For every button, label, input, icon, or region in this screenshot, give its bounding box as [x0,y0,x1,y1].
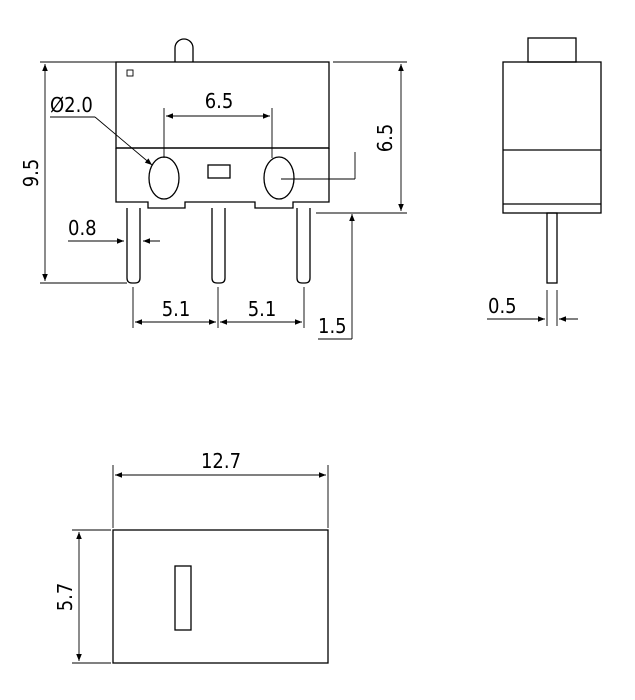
dim-body-height: 9.5 [19,61,127,284]
label-pin-pitch-left: 5.1 [162,297,191,321]
dim-hole-diameter: Ø2.0 [50,93,153,166]
side-body [502,61,602,214]
side-view [502,37,602,284]
pin-middle [211,208,226,284]
label-pin-offset: 1.5 [318,314,347,338]
pin-left [126,208,141,284]
side-pin [546,212,558,284]
label-hole-diameter: Ø2.0 [50,93,93,117]
leader-right-hole [281,152,356,180]
mounting-hole-right [263,156,295,200]
top-body [112,529,329,664]
marker-square [126,69,134,77]
body-lower [115,148,330,209]
center-slot [207,164,231,179]
label-pin-thickness: 0.5 [488,294,517,318]
top-view [112,529,329,664]
dim-pin-thickness: 0.5 [487,290,578,326]
dim-body-length: 12.7 [112,449,329,528]
plunger [174,38,194,62]
dim-pin-width: 0.8 [68,216,160,244]
pin-right [296,208,311,284]
front-view [115,38,330,284]
label-side-height: 6.5 [373,124,397,153]
label-body-length: 12.7 [201,449,241,473]
label-hole-spacing: 6.5 [205,89,234,113]
mounting-hole-left [148,156,180,200]
dim-side-height: 6.5 [333,61,407,214]
label-pin-width: 0.8 [68,216,97,240]
top-slot [174,565,192,631]
dim-body-width: 5.7 [53,529,111,664]
side-plunger [527,37,577,63]
label-body-height: 9.5 [19,159,43,188]
dim-pin-pitch: 5.1 5.1 [132,287,305,328]
dim-hole-spacing: 6.5 [163,89,273,158]
label-pin-pitch-right: 5.1 [248,297,277,321]
dim-pin-offset: 1.5 [316,212,356,340]
label-body-width: 5.7 [53,583,77,612]
